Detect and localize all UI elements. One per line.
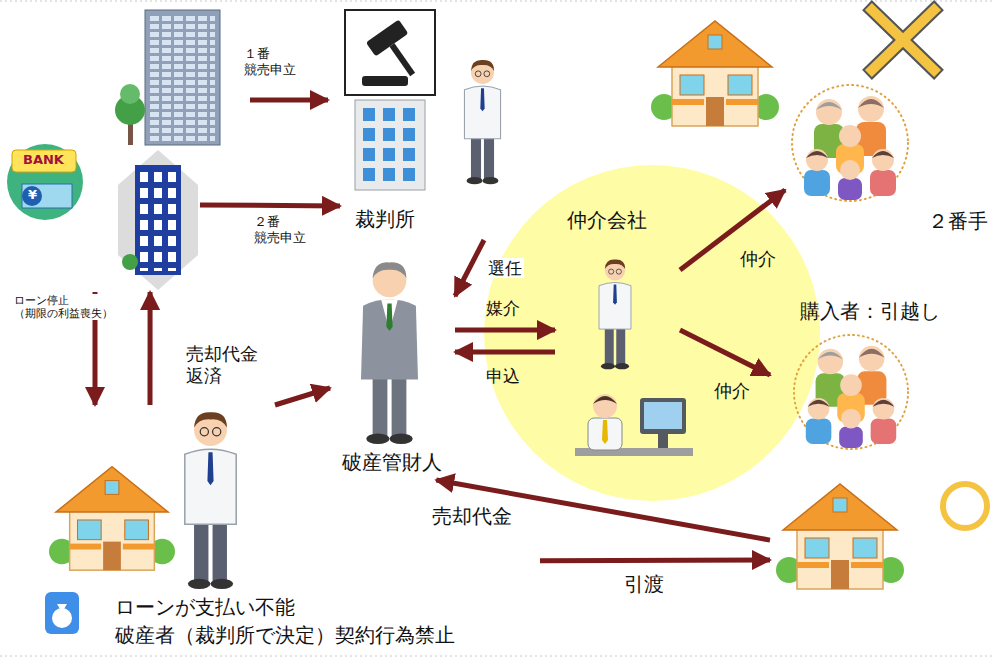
house-upper — [651, 21, 779, 126]
edge-label: ローン停止 （期限の利益喪失） — [12, 294, 115, 320]
broker-node: 仲介会社 — [555, 205, 680, 370]
node-label: ローンが支払い不能 — [115, 595, 295, 620]
debtor-figure — [185, 412, 236, 589]
flow-arrow — [200, 203, 340, 209]
flow-arrow — [148, 292, 153, 405]
node-label: 仲介会社 — [567, 208, 647, 233]
court-building — [355, 100, 425, 190]
bank-node: BANK — [5, 142, 200, 292]
flow-arrow — [455, 328, 555, 333]
flow-arrow — [540, 557, 770, 563]
broker-area — [484, 165, 820, 501]
flow-arrow — [455, 240, 484, 296]
node-label: 破産者（裁判所で決定）契約行為禁止 — [115, 623, 455, 648]
trustee-figure — [361, 262, 418, 444]
edge-label: ２番 競売申立 — [252, 214, 308, 245]
trustee-node: 破産管財人 — [330, 250, 455, 480]
border-line — [0, 1, 995, 2]
edge-label: 仲介 — [712, 380, 752, 402]
gavel-icon — [345, 10, 435, 95]
node-label: ２番手 — [928, 209, 988, 234]
edge-label: 売却代金 — [430, 504, 514, 528]
office-tower — [115, 10, 220, 145]
currency-sign: ¥ — [26, 187, 39, 203]
computer-worker — [575, 394, 693, 456]
money-icon — [45, 592, 79, 634]
border-line — [0, 656, 995, 657]
node-label: 購入者：引越し — [800, 299, 940, 324]
edge-label: 選任 — [486, 258, 524, 278]
bank-building — [118, 150, 198, 290]
filing-arrow — [250, 98, 328, 103]
court-node: 裁判所 — [340, 5, 520, 240]
flow-arrow — [680, 330, 770, 375]
circle-mark — [943, 484, 987, 528]
broker-figure — [599, 259, 631, 369]
flow-arrow — [680, 190, 785, 270]
flow-arrow — [455, 350, 555, 355]
cross-mark — [872, 10, 934, 70]
node-label: 破産管財人 — [342, 450, 442, 475]
family-buyer — [794, 335, 908, 449]
family-node: ２番手 — [785, 75, 992, 240]
family-second — [792, 85, 908, 201]
house-buyer — [776, 484, 904, 589]
bank-icon — [7, 144, 83, 220]
debtor-node: ローンが支払い不能破産者（裁判所で決定）契約行為禁止 — [40, 405, 540, 651]
judge-figure — [464, 60, 500, 184]
flow-arrow — [275, 388, 330, 405]
node-label: BANK — [23, 152, 64, 168]
edge-label: 媒介 — [484, 298, 522, 318]
filing-label: １番 競売申立 — [242, 46, 298, 77]
edge-label: 引渡 — [622, 572, 666, 596]
edge-label: 申込 — [484, 366, 522, 386]
node-label: 裁判所 — [355, 207, 415, 232]
debtor-house — [49, 467, 175, 570]
edge-label: 売却代金 返済 — [184, 343, 260, 386]
buyer-node: 購入者：引越し — [770, 295, 988, 595]
edge-label: 仲介 — [738, 248, 778, 270]
